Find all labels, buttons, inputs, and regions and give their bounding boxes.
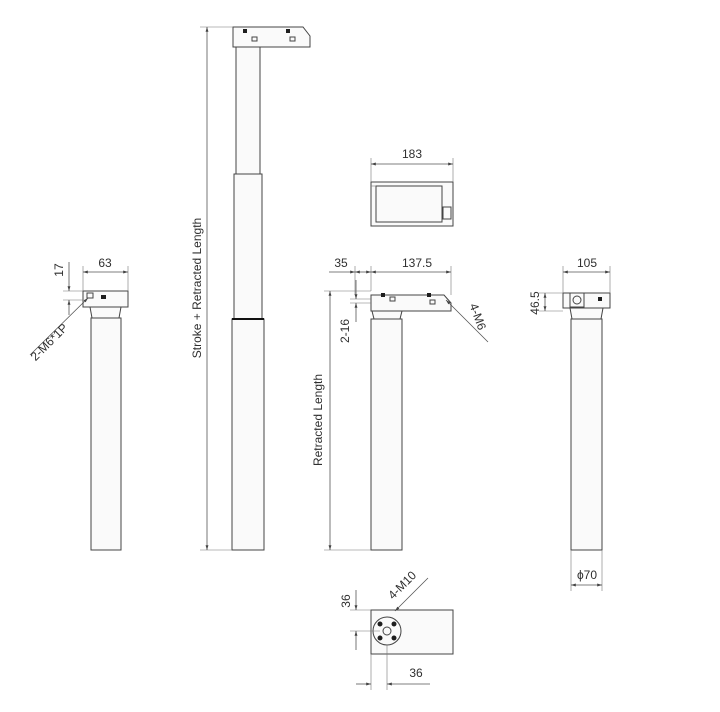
base-center-icon [382, 626, 392, 636]
side-width-label: 63 [98, 256, 112, 270]
extended-top-bracket [232, 26, 311, 48]
front-column [370, 318, 403, 551]
base-bolt-icon [377, 621, 383, 627]
top-width-label: 183 [402, 147, 422, 161]
retracted-length-dim: Retracted Length [311, 290, 371, 551]
end-width-dim: 105 [562, 256, 611, 293]
end-height-label: 46.5 [528, 291, 542, 315]
end-head-bolt-icon [572, 295, 582, 305]
end-head-hole-icon [598, 297, 602, 301]
base-vert-label: 36 [339, 594, 353, 608]
bracket-slot-icon [251, 36, 258, 42]
side-head-hole [101, 295, 106, 299]
end-diameter-dim: ϕ70 [570, 550, 603, 591]
top-bracket-tab [442, 206, 452, 220]
front-head-hole-icon [427, 293, 431, 297]
top-view: 183 [370, 147, 454, 227]
end-height-dim: 46.5 [528, 291, 563, 315]
front-head-slot-icon [429, 299, 436, 305]
front-width-label: 137.5 [402, 256, 432, 270]
top-bracket [370, 181, 454, 227]
front-collar [371, 310, 403, 320]
bracket-slot-icon [289, 36, 296, 42]
base-bolt-icon [377, 635, 383, 641]
front-thread-label: 2-16 [338, 319, 352, 343]
extended-stage-base [231, 318, 265, 551]
base-vert-dim: 36 [339, 590, 380, 650]
extended-stage-top [235, 46, 261, 175]
retracted-length-label: Retracted Length [311, 374, 325, 466]
base-horiz-label: 36 [409, 666, 423, 680]
extended-view: Stroke + Retracted Length [190, 26, 311, 551]
extended-stage-mid [233, 173, 263, 320]
base-view: 4-M10 36 36 [339, 568, 454, 690]
front-width-dim: 137.5 [371, 256, 452, 295]
end-width-label: 105 [577, 256, 597, 270]
front-view: 35 137.5 4-M6 2-16 Retracted Length [311, 256, 490, 551]
side-head-slot [86, 292, 94, 299]
end-view: 105 46.5 ϕ70 [528, 256, 611, 591]
end-head-socket [569, 292, 585, 308]
end-column [570, 318, 603, 551]
side-collar [89, 306, 122, 319]
base-bolt-icon [391, 621, 397, 627]
front-holes-callout: 4-M6 [445, 299, 490, 343]
front-thread-dim: 2-16 [338, 280, 371, 343]
base-bolt-icon [391, 635, 397, 641]
top-bracket-recess [375, 185, 443, 223]
base-holes-callout: 4-M10 [385, 568, 429, 612]
end-diameter-label: ϕ70 [577, 568, 597, 582]
side-column [90, 317, 122, 551]
stroke-length-label: Stroke + Retracted Length [190, 218, 204, 358]
bracket-hole-icon [243, 29, 247, 33]
side-width-dim: 63 [82, 256, 129, 291]
stroke-length-dim: Stroke + Retracted Length [190, 26, 233, 551]
front-head-hole-icon [381, 293, 385, 297]
front-offset-dim: 35 [329, 256, 372, 295]
side-view: 63 17 2-M6*1P [28, 256, 129, 551]
side-thread-callout: 2-M6*1P [28, 297, 89, 364]
front-head-block [370, 294, 452, 312]
side-thread-label: 2-M6*1P [28, 321, 71, 364]
front-head-slot-icon [389, 296, 396, 302]
end-collar [569, 307, 604, 320]
side-height-label: 17 [52, 263, 66, 277]
front-offset-label: 35 [334, 256, 348, 270]
base-horiz-dim: 36 [356, 645, 430, 690]
front-holes-label: 4-M6 [467, 301, 490, 332]
side-height-dim: 17 [52, 262, 83, 315]
base-holes-label: 4-M10 [385, 568, 419, 602]
bracket-hole-icon [286, 29, 290, 33]
top-width-dim: 183 [370, 147, 454, 182]
